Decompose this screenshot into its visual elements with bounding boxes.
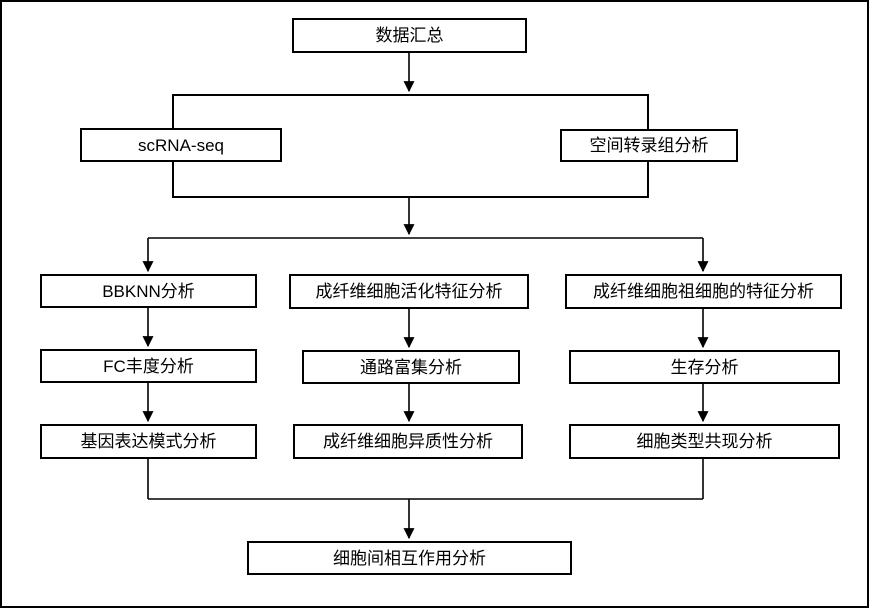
node-gene-expression-pattern-analysis: 基因表达模式分析	[40, 424, 257, 459]
node-celltype-cooccurrence-analysis: 细胞类型共现分析	[569, 424, 840, 459]
node-pathway-enrichment-analysis: 通路富集分析	[302, 350, 520, 384]
node-survival-analysis: 生存分析	[569, 350, 840, 384]
node-data-summary: 数据汇总	[292, 18, 527, 53]
node-fibroblast-progenitor-analysis: 成纤维细胞祖细胞的特征分析	[565, 274, 842, 309]
node-bbknn-analysis: BBKNN分析	[40, 274, 257, 308]
node-fibroblast-activation-analysis: 成纤维细胞活化特征分析	[289, 274, 529, 309]
node-cell-interaction-analysis: 细胞间相互作用分析	[247, 541, 572, 575]
node-fibroblast-heterogeneity-analysis: 成纤维细胞异质性分析	[293, 424, 523, 459]
node-fc-abundance-analysis: FC丰度分析	[40, 349, 257, 383]
node-spatial-transcriptome-analysis: 空间转录组分析	[560, 129, 738, 162]
node-scrna-seq: scRNA-seq	[80, 128, 282, 162]
